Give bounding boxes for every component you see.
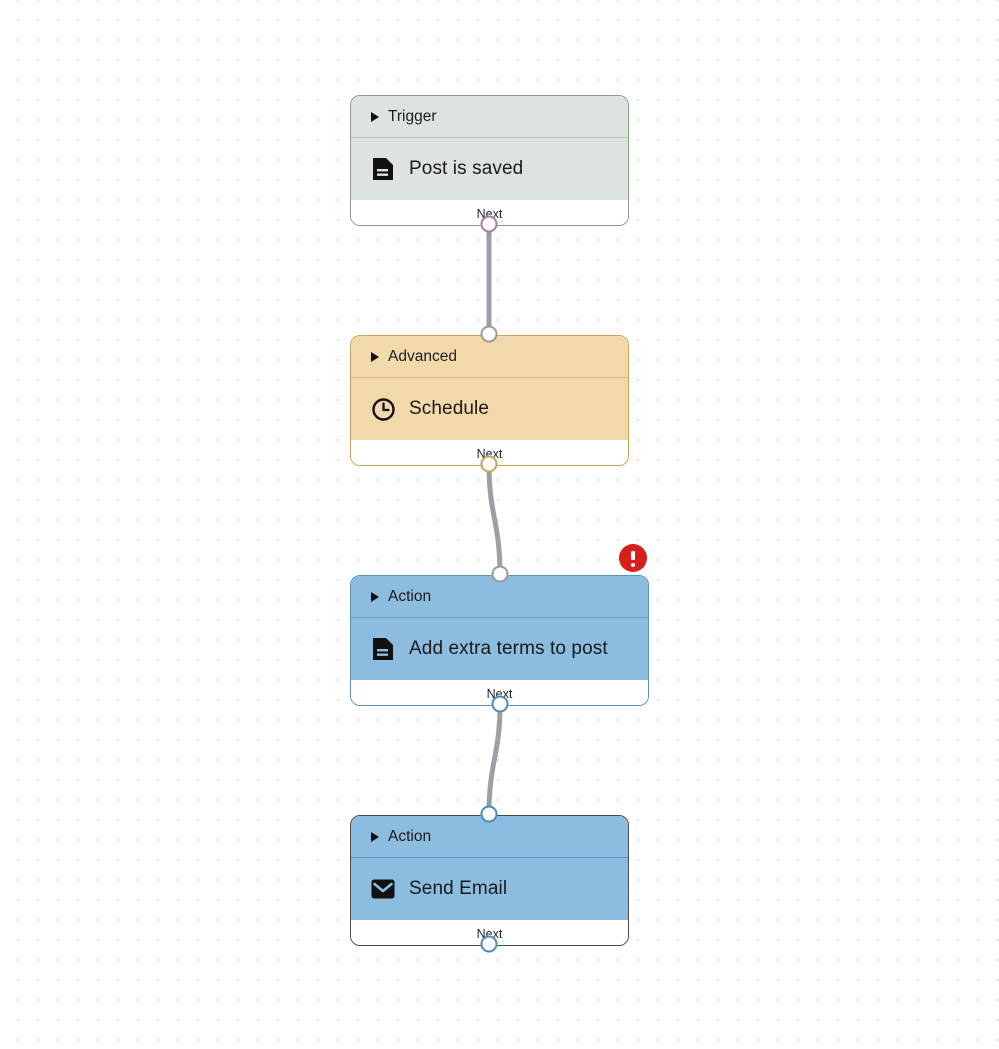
output-port-advanced[interactable] [480,455,498,473]
output-port-trigger[interactable] [480,215,498,233]
edge-action-to-email [486,701,503,817]
error-indicator-icon[interactable] [619,544,647,572]
workflow-node-trigger[interactable]: Trigger Post is saved Next [350,95,629,226]
node-body-advanced[interactable]: Schedule [351,378,628,440]
document-icon [371,157,395,181]
node-body-action-add-terms[interactable]: Add extra terms to post [351,618,648,680]
output-port-action-add-terms[interactable] [491,695,509,713]
node-body-action-send-email[interactable]: Send Email [351,858,628,920]
node-category-label: Action [388,587,432,605]
node-title-action-send-email: Send Email [409,878,508,899]
node-category-label: Trigger [388,107,437,125]
node-header-action-add-terms[interactable]: Action [351,576,648,618]
node-title-advanced: Schedule [409,398,490,419]
input-port-action-add-terms[interactable] [491,565,509,583]
node-title-action-add-terms: Add extra terms to post [409,638,608,659]
workflow-node-advanced[interactable]: Advanced Schedule Next [350,335,629,466]
clock-icon [371,397,395,421]
workflow-node-action-send-email[interactable]: Action Send Email Next [350,815,629,946]
node-category-label: Advanced [388,347,457,365]
disclosure-triangle-icon[interactable] [371,111,379,122]
node-header-advanced[interactable]: Advanced [351,336,628,378]
node-header-trigger[interactable]: Trigger [351,96,628,138]
envelope-icon [371,877,395,901]
node-header-action-send-email[interactable]: Action [351,816,628,858]
node-title-trigger: Post is saved [409,158,524,179]
disclosure-triangle-icon[interactable] [371,351,379,362]
input-port-advanced[interactable] [480,325,498,343]
edge-advanced-to-action [486,461,503,577]
disclosure-triangle-icon[interactable] [371,591,379,602]
document-icon [371,637,395,661]
output-port-action-send-email[interactable] [480,935,498,953]
input-port-action-send-email[interactable] [480,805,498,823]
node-category-label: Action [388,827,432,845]
disclosure-triangle-icon[interactable] [371,831,379,842]
node-body-trigger[interactable]: Post is saved [351,138,628,200]
workflow-node-action-add-terms[interactable]: Action Add extra terms to post Next [350,575,649,706]
exclamation-glyph [631,549,635,567]
